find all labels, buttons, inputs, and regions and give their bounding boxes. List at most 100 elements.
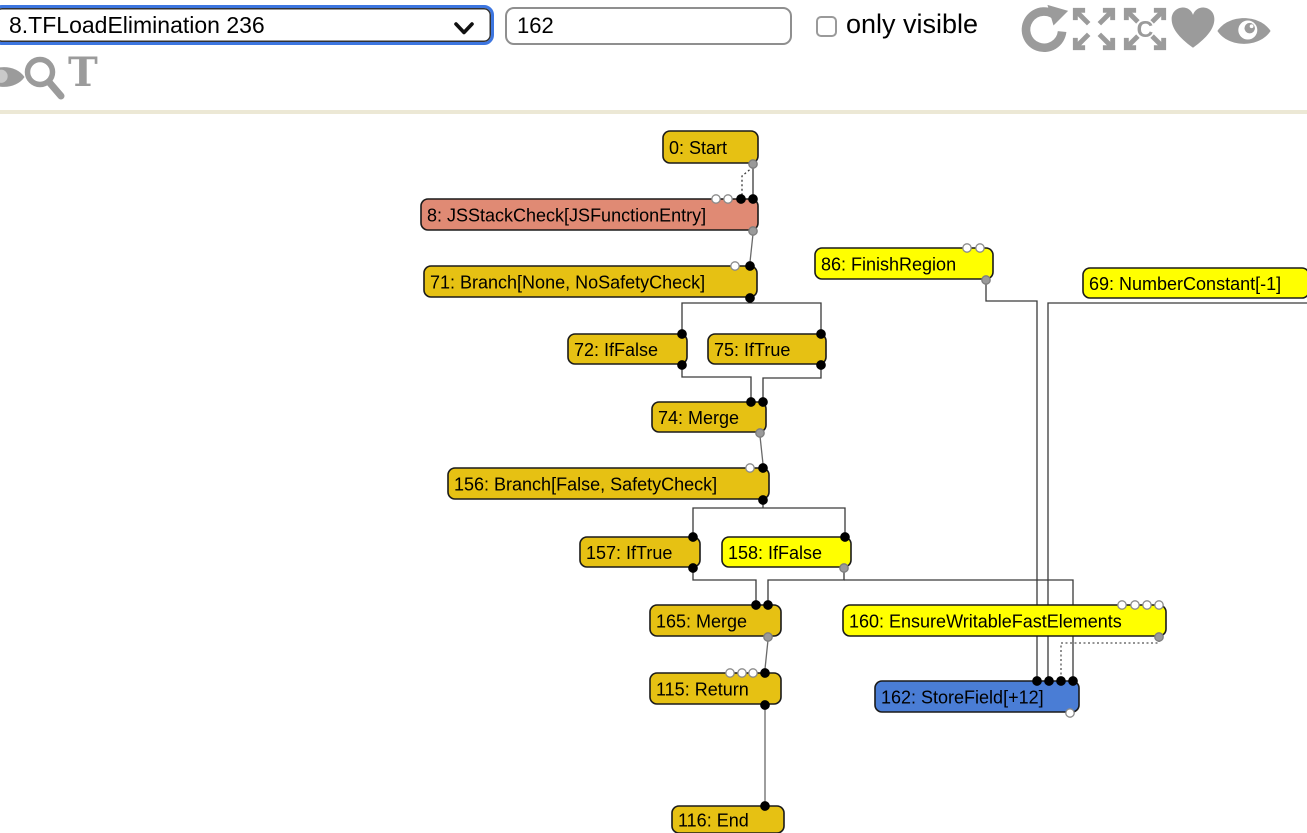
graph-node-156[interactable] (447, 467, 770, 500)
node-162-input-bubble[interactable] (1044, 676, 1054, 686)
node-158-output-bubble[interactable] (839, 563, 849, 573)
toggle-types-icon[interactable] (1170, 6, 1216, 50)
graph-edge (985, 283, 1038, 677)
graph-node-72[interactable] (567, 333, 688, 365)
node-162-input-bubble[interactable] (1068, 676, 1078, 686)
graph-node-116[interactable] (671, 805, 785, 833)
graph-node-label: 116: End (678, 811, 749, 831)
graph-node-71[interactable] (423, 265, 758, 298)
text-search-icon[interactable]: T (68, 49, 98, 96)
node-160-output-bubble[interactable] (1154, 632, 1164, 642)
graph-edge (681, 301, 822, 330)
graph-node-75[interactable] (707, 333, 827, 365)
node-157-output-bubble[interactable] (688, 563, 698, 573)
graph-node-label: 86: FinishRegion (821, 255, 956, 275)
graph-edge (681, 369, 752, 398)
node-71-output-bubble[interactable] (745, 293, 755, 303)
graph-edge (1060, 640, 1160, 677)
graph-node-label: 69: NumberConstant[-1] (1089, 274, 1281, 294)
graph-edge (692, 571, 757, 601)
node-86-input-bubble[interactable] (962, 243, 972, 253)
node-115-input-bubble[interactable] (737, 668, 747, 678)
graph-edge (759, 435, 764, 465)
graph-node-69[interactable] (1082, 267, 1307, 299)
graph-node-115[interactable] (649, 672, 782, 705)
node-162-input-bubble[interactable] (1056, 676, 1066, 686)
graph-node-label: 157: IfTrue (586, 543, 672, 563)
graph-node-label: 71: Branch[None, NoSafetyCheck] (430, 273, 705, 293)
node-116-input-bubble[interactable] (760, 801, 770, 811)
phase-select[interactable]: 8.TFLoadElimination 236 (0, 5, 494, 45)
graph-node-label: 8: JSStackCheck[JSFunctionEntry] (427, 206, 706, 226)
graph-node-160[interactable] (842, 604, 1167, 637)
node-156-input-bubble[interactable] (745, 463, 755, 473)
node-156-input-bubble[interactable] (758, 463, 768, 473)
toolbar: 8.TFLoadElimination 236 only visible (0, 0, 1307, 110)
graph-node-86[interactable] (814, 247, 994, 280)
node-8-input-bubble[interactable] (723, 194, 733, 204)
graph-node-157[interactable] (579, 536, 701, 568)
node-86-input-bubble[interactable] (975, 243, 985, 253)
graph-node-label: 165: Merge (656, 612, 747, 632)
center-selection-icon[interactable]: C (1121, 5, 1169, 53)
only-visible-checkbox[interactable] (816, 16, 837, 37)
graph-node-0[interactable] (662, 130, 759, 164)
graph-node-74[interactable] (651, 401, 767, 433)
graph-node-label: 115: Return (656, 680, 749, 700)
node-8-input-bubble[interactable] (711, 194, 721, 204)
node-72-output-bubble[interactable] (677, 360, 687, 370)
node-165-input-bubble[interactable] (763, 600, 773, 610)
svg-text:C: C (1137, 16, 1154, 42)
node-0-output-bubble[interactable] (748, 159, 758, 169)
expand-all-icon[interactable] (1070, 5, 1118, 53)
node-74-input-bubble[interactable] (746, 397, 756, 407)
node-filter-input[interactable] (505, 7, 792, 45)
node-156-output-bubble[interactable] (758, 495, 768, 505)
zoom-search-icon[interactable] (22, 55, 66, 106)
node-115-input-bubble[interactable] (748, 668, 758, 678)
graph-node-label: 74: Merge (658, 408, 739, 428)
node-75-output-bubble[interactable] (816, 360, 826, 370)
node-86-output-bubble[interactable] (981, 275, 991, 285)
graph-node-label: 0: Start (669, 138, 727, 158)
graph-node-label: 75: IfTrue (714, 340, 790, 360)
graph-edge (762, 369, 822, 398)
node-75-input-bubble[interactable] (816, 329, 826, 339)
node-165-input-bubble[interactable] (751, 600, 761, 610)
relayout-icon[interactable] (1019, 2, 1069, 56)
node-71-input-bubble[interactable] (745, 261, 755, 271)
toggle-visibility-icon[interactable] (1215, 12, 1273, 50)
node-74-input-bubble[interactable] (758, 397, 768, 407)
node-71-input-bubble[interactable] (730, 261, 740, 271)
graph-node-label: 158: IfFalse (728, 543, 822, 563)
node-8-input-bubble[interactable] (736, 194, 746, 204)
node-158-input-bubble[interactable] (840, 532, 850, 542)
node-157-input-bubble[interactable] (688, 532, 698, 542)
pane-divider (0, 110, 1307, 114)
node-160-input-bubble[interactable] (1117, 600, 1127, 610)
node-72-input-bubble[interactable] (677, 329, 687, 339)
graph-node-label: 160: EnsureWritableFastElements (849, 612, 1122, 632)
hide-selected-icon[interactable] (0, 60, 26, 99)
graph-node-label: 156: Branch[False, SafetyCheck] (454, 475, 717, 495)
node-115-input-bubble[interactable] (760, 668, 770, 678)
node-162-input-bubble[interactable] (1032, 676, 1042, 686)
node-162-output-bubble[interactable] (1065, 708, 1075, 718)
node-115-input-bubble[interactable] (725, 668, 735, 678)
node-115-output-bubble[interactable] (760, 700, 770, 710)
node-160-input-bubble[interactable] (1130, 600, 1140, 610)
graph-node-158[interactable] (721, 536, 852, 568)
node-8-input-bubble[interactable] (748, 194, 758, 204)
graph-node-8[interactable] (420, 198, 759, 231)
node-8-output-bubble[interactable] (748, 226, 758, 236)
graph-node-165[interactable] (649, 604, 782, 637)
node-74-output-bubble[interactable] (755, 428, 765, 438)
graph-edge (764, 639, 769, 670)
node-160-input-bubble[interactable] (1154, 600, 1164, 610)
chevron-down-icon (453, 21, 475, 41)
graph-node-162[interactable] (874, 680, 1080, 713)
node-160-input-bubble[interactable] (1142, 600, 1152, 610)
node-165-output-bubble[interactable] (763, 632, 773, 642)
